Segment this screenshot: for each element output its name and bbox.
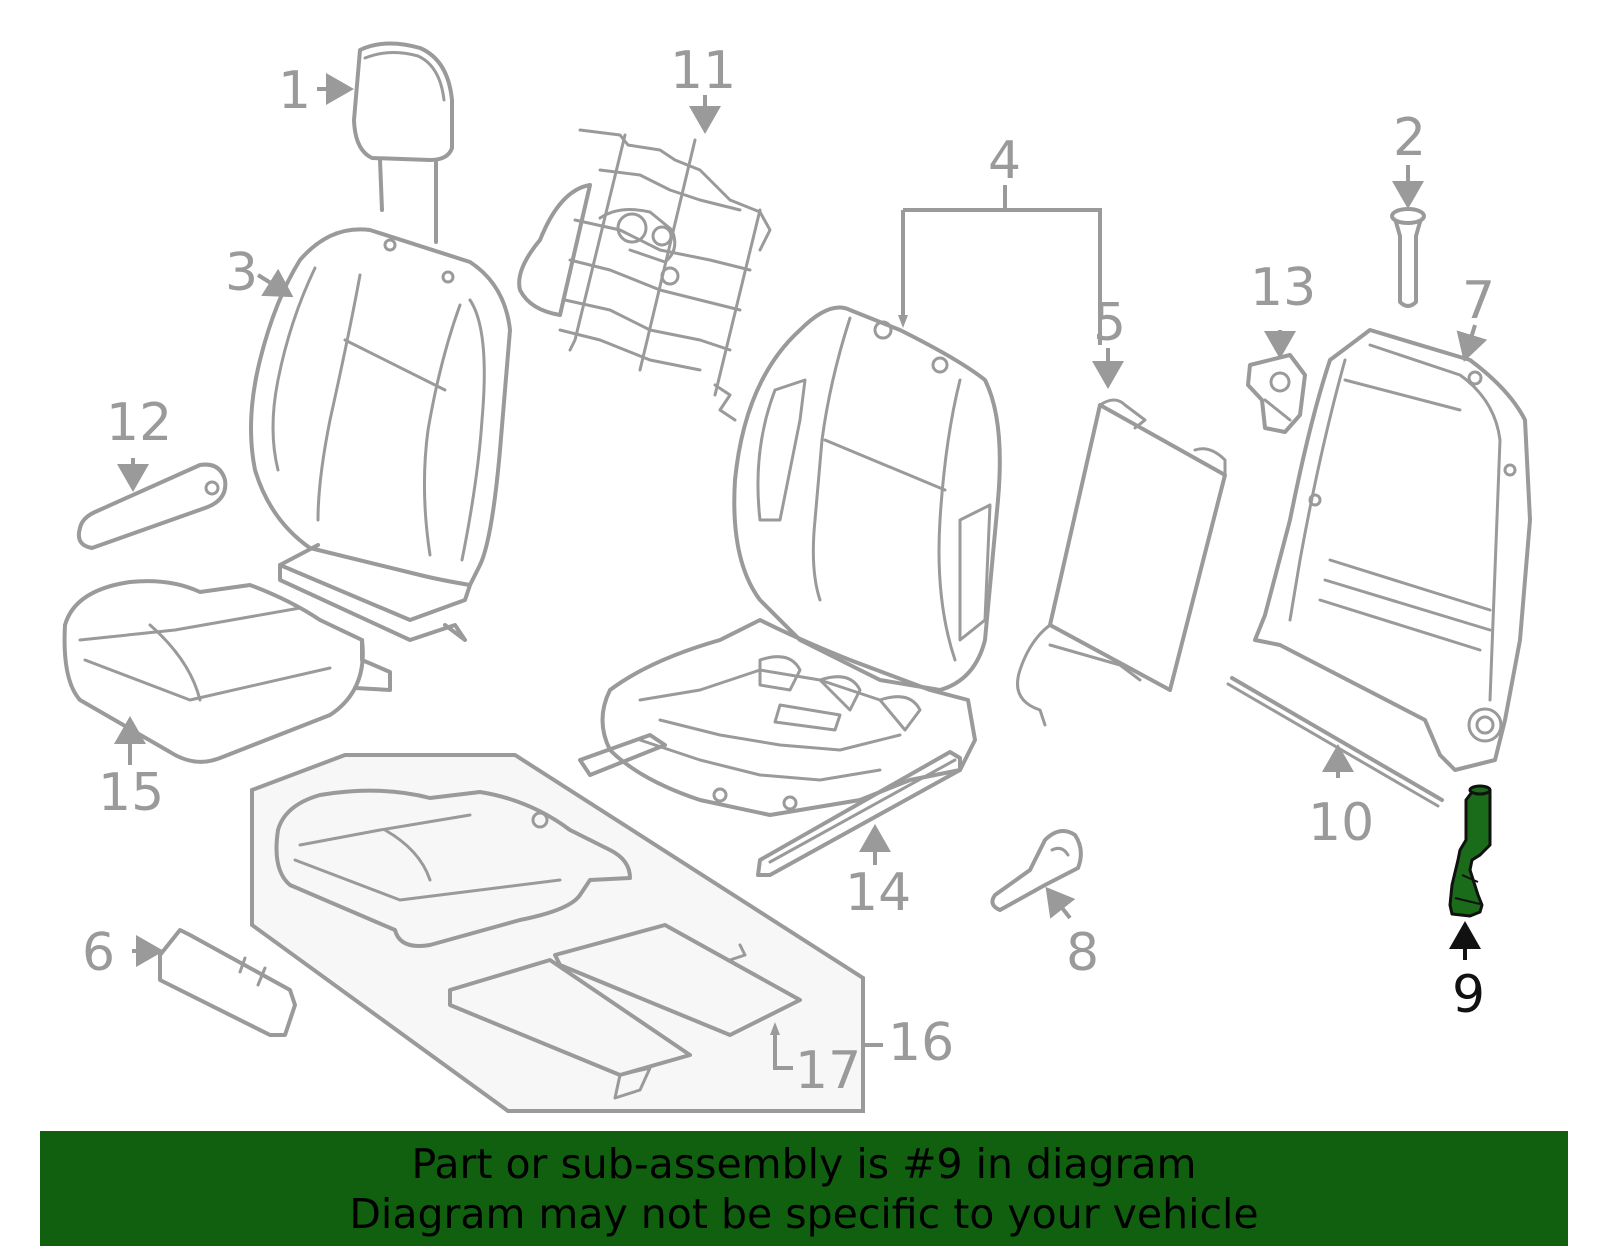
callout-5: 5: [1093, 293, 1126, 353]
callout-11: 11: [670, 41, 736, 101]
callout-13: 13: [1250, 258, 1316, 318]
part-pin: [1390, 207, 1426, 308]
callout-6: 6: [82, 923, 115, 983]
callout-12: 12: [106, 393, 172, 453]
callout-labels: 1 2 3 4 5 6 7 8 9 10 11 12 13 14 15 16 1…: [82, 41, 1495, 1101]
info-banner: Part or sub-assembly is #9 in diagram Di…: [40, 1131, 1568, 1246]
part-lumbar-support: [517, 128, 772, 422]
part-rod: [1226, 676, 1444, 808]
part-recliner-handle: [990, 829, 1083, 912]
part-seat-back-cover: [249, 227, 512, 642]
callout-8: 8: [1066, 923, 1099, 983]
callout-10: 10: [1308, 793, 1374, 853]
callout-17: 17: [795, 1041, 861, 1101]
banner-line-part: Part or sub-assembly is #9 in diagram: [411, 1139, 1197, 1188]
part-seat-assembly: [578, 305, 1002, 817]
callout-15: 15: [98, 763, 164, 823]
banner-line-disclaimer: Diagram may not be specific to your vehi…: [349, 1189, 1259, 1238]
leader-lines: [114, 73, 1488, 1070]
part-seat-back-panel: [1016, 398, 1227, 727]
callout-9: 9: [1452, 965, 1485, 1025]
callout-3: 3: [225, 243, 258, 303]
part-bracket: [1246, 353, 1307, 434]
callout-2: 2: [1393, 108, 1426, 168]
part-trim-piece: [158, 928, 297, 1037]
part-seat-track: [756, 750, 962, 877]
callout-14: 14: [845, 863, 911, 923]
part-cushion-pad: [274, 788, 632, 948]
part-heater-mat: [448, 923, 802, 1100]
callout-16: 16: [888, 1013, 954, 1073]
callout-1: 1: [278, 61, 311, 121]
part-recliner-motor: [1448, 784, 1492, 918]
part-armrest: [76, 462, 228, 550]
callout-4: 4: [988, 131, 1021, 191]
callout-7: 7: [1462, 271, 1495, 331]
part-seat-cushion-cover: [62, 579, 392, 764]
kit-outline-16: [250, 753, 865, 1113]
part-seat-back-frame: [1253, 328, 1532, 772]
part-headrest: [352, 41, 454, 244]
